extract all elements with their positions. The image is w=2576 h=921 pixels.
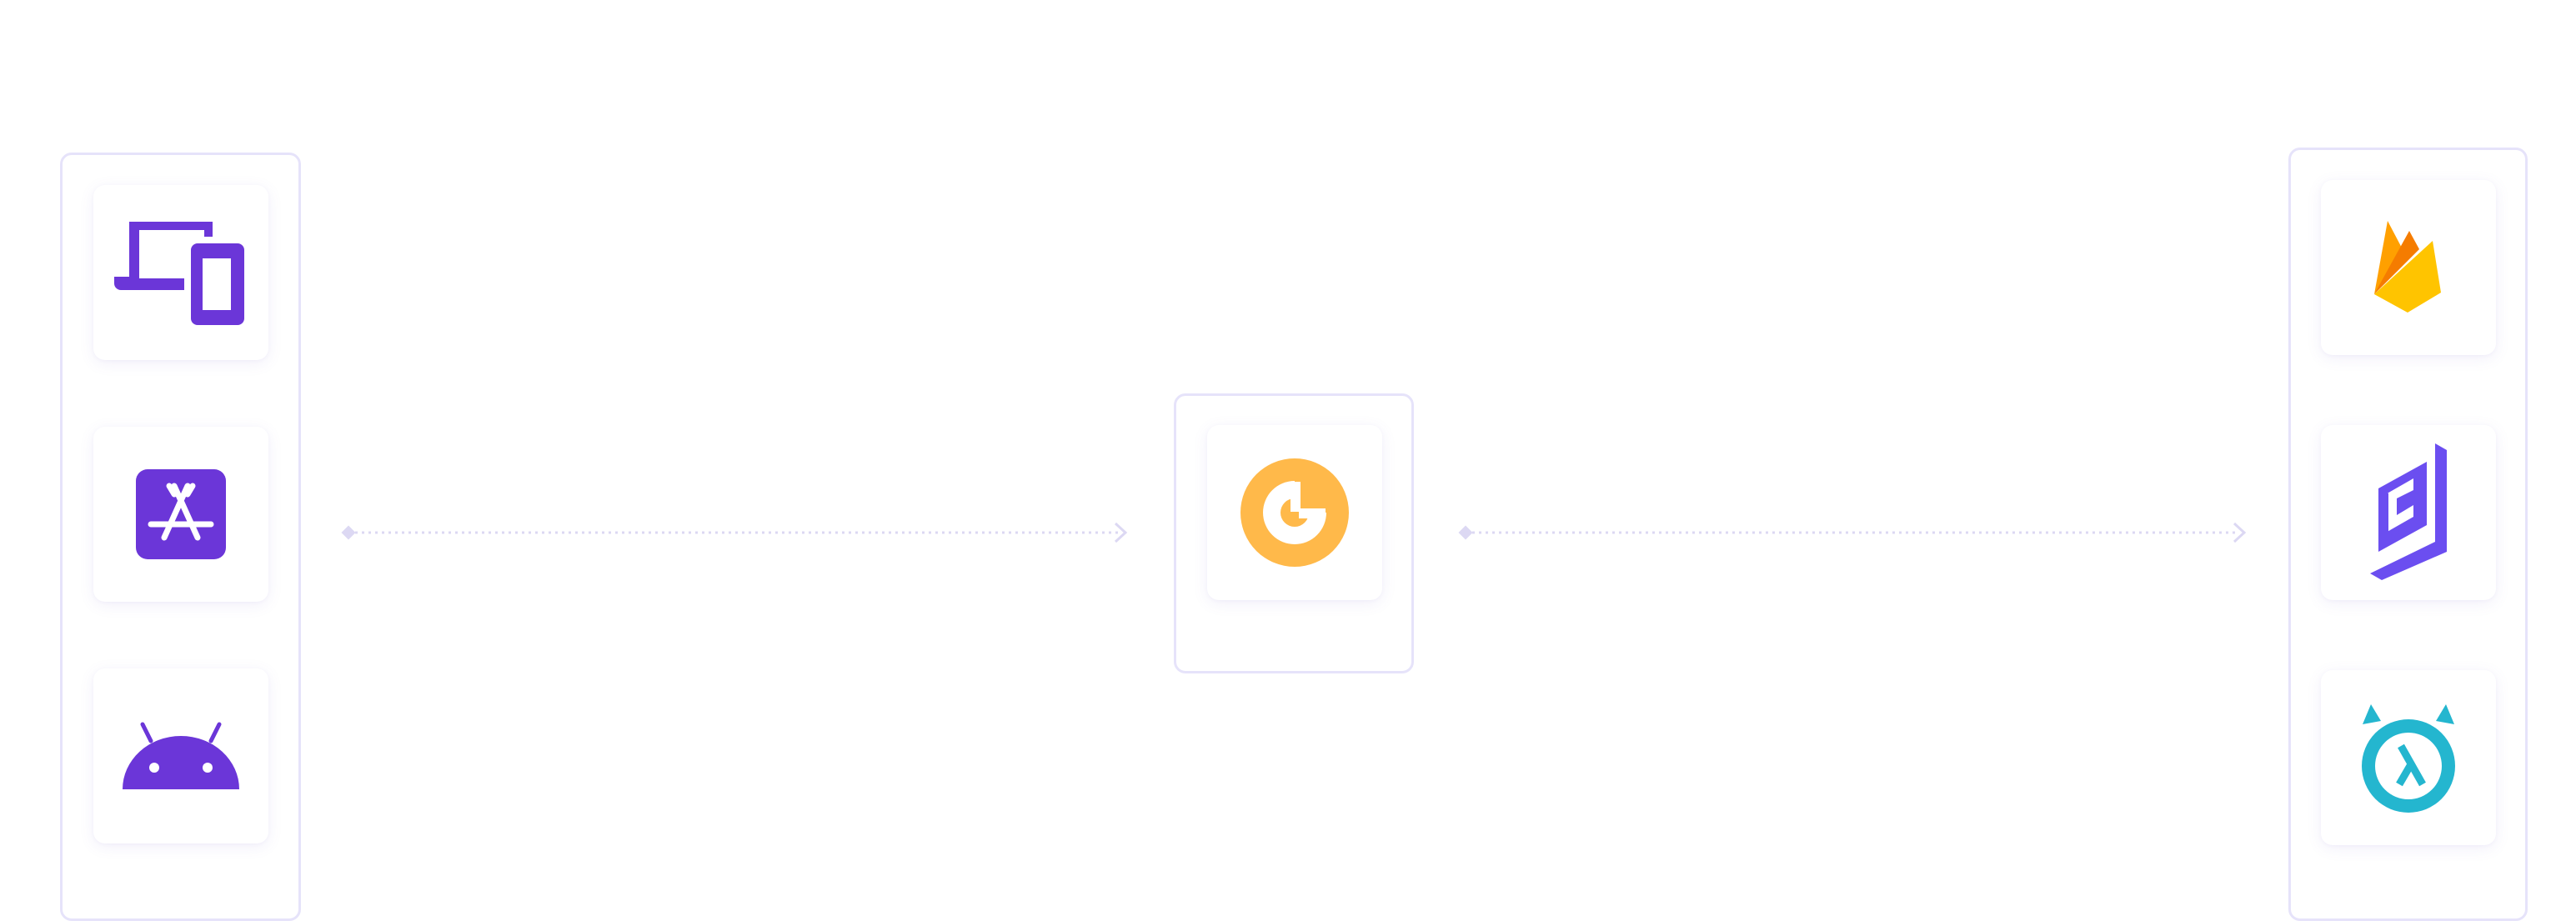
- android-icon: [123, 722, 239, 789]
- glassfy-card: [1207, 425, 1382, 600]
- hasura-card: [2321, 425, 2496, 600]
- aws-lambda-card: [2321, 670, 2496, 845]
- devices-card: [93, 185, 268, 360]
- firebase-card: [2321, 180, 2496, 355]
- glassfy-logo-icon: [1240, 458, 1349, 567]
- firebase-icon: [2374, 221, 2441, 313]
- app-store-card: [93, 427, 268, 602]
- app-store-icon: [136, 469, 226, 559]
- android-card: [93, 668, 268, 843]
- hasura-icon: [2370, 443, 2447, 580]
- devices-icon: [114, 222, 244, 325]
- aws-lambda-icon: [2362, 704, 2455, 813]
